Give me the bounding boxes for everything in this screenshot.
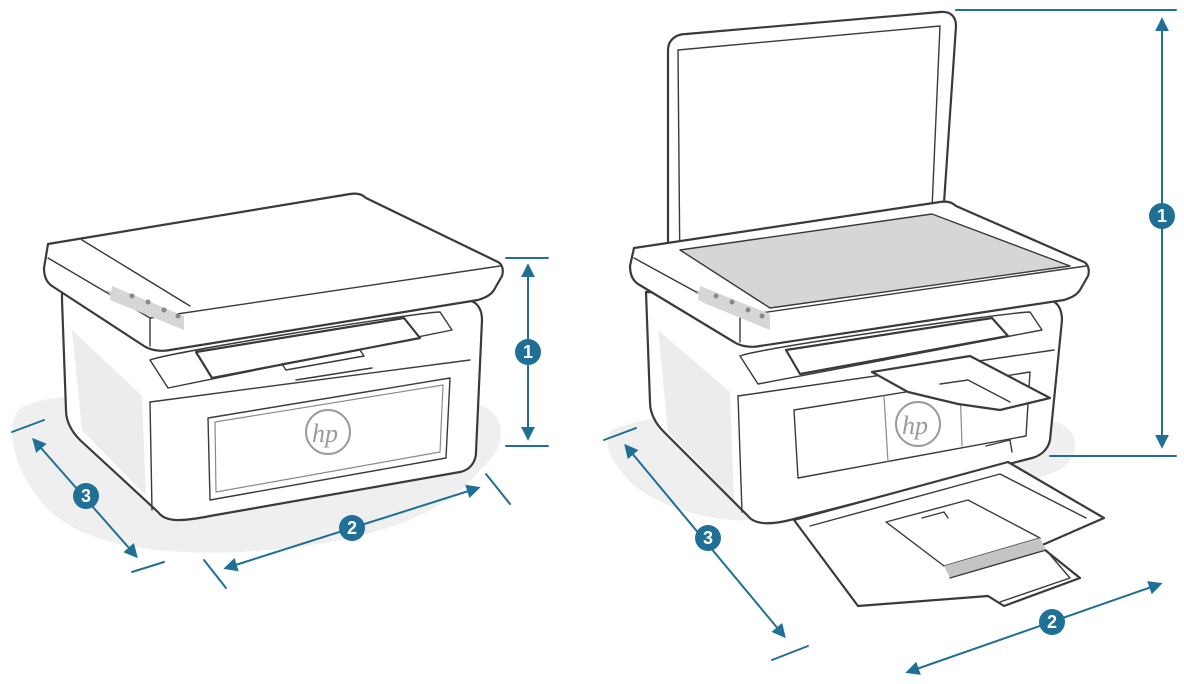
dimension-3-left: 3: [11, 419, 165, 573]
svg-text:3: 3: [81, 486, 91, 506]
dimension-2-right: 2: [905, 581, 1163, 675]
svg-text:3: 3: [703, 528, 713, 548]
hp-logo-left: hp: [305, 409, 351, 455]
hp-logo-right: hp: [895, 401, 941, 447]
svg-text:2: 2: [1047, 612, 1057, 632]
svg-text:1: 1: [523, 342, 533, 362]
dimension-2-left: 2: [203, 473, 511, 589]
svg-text:hp: hp: [312, 419, 338, 448]
svg-text:1: 1: [1157, 206, 1167, 226]
dimension-1-left: 1: [505, 257, 549, 447]
svg-text:hp: hp: [902, 411, 928, 440]
svg-text:2: 2: [347, 518, 357, 538]
dimension-3-right: 3: [603, 427, 809, 661]
printer-lid-open: hp: [607, 10, 1106, 608]
dimension-1-right: 1: [955, 9, 1177, 457]
